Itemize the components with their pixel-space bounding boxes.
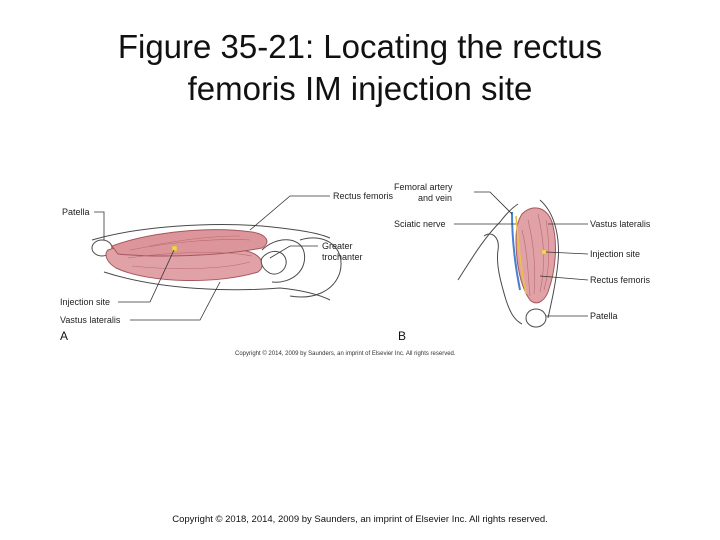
panel-b-femoral-vessels (511, 211, 521, 291)
panel-a-label-patella: Patella (62, 207, 90, 217)
panel-b-torso-outline (457, 203, 519, 281)
panel-b-label-femoral-artery-1: Femoral artery (394, 182, 453, 192)
slide-title-line-2: femoris IM injection site (187, 70, 533, 107)
panel-a-label-greater-trochanter-1: Greater (322, 241, 353, 251)
panel-a-greater-trochanter-bone (260, 251, 287, 275)
panel-a-injection-site-marker (171, 245, 178, 252)
panel-a-buttock-outline (289, 237, 342, 298)
panel-a-label-rectus-femoris: Rectus femoris (333, 191, 394, 201)
panel-a-hip-outline (261, 239, 306, 283)
panel-b-leader-lines (454, 191, 589, 317)
panel-a-label-vastus-lateralis: Vastus lateralis (60, 315, 121, 325)
panel-b-label-sciatic-nerve: Sciatic nerve (394, 219, 446, 229)
figure-inner-copyright: Copyright © 2014, 2009 by Saunders, an i… (235, 350, 456, 357)
panel-a-label-greater-trochanter-2: trochanter (322, 252, 363, 262)
panel-b-label-injection-site: Injection site (590, 249, 640, 259)
panel-a-letter: A (60, 329, 68, 343)
panel-b-label-rectus-femoris: Rectus femoris (590, 275, 651, 285)
panel-a-label-injection-site: Injection site (60, 297, 110, 307)
panel-a-thigh-outline (91, 224, 331, 241)
panel-b-letter: B (398, 329, 406, 343)
panel-b-thigh-muscle (515, 207, 556, 304)
panel-b-outer-thigh-outline (539, 199, 559, 319)
slide-title-line-1: Figure 35-21: Locating the rectus (117, 28, 603, 65)
panel-b-sciatic-nerve (515, 215, 527, 295)
panel-a: Patella Rectus femoris Greater trochante… (60, 191, 394, 343)
panel-a-leader-lines (94, 195, 330, 321)
panel-b-label-vastus-lateralis: Vastus lateralis (590, 219, 651, 229)
slide-footer-copyright: Copyright © 2018, 2014, 2009 by Saunders… (172, 514, 548, 525)
panel-a-lower-thigh-outline (103, 271, 331, 301)
panel-b-injection-site-marker (541, 249, 547, 255)
panel-a-muscle-fibers (127, 235, 253, 269)
panel-b-inner-thigh-outline (483, 233, 523, 325)
panel-b: Femoral artery and vein Sciatic nerve Va… (394, 182, 651, 343)
panel-b-patella-shape (525, 308, 547, 328)
slide-title: Figure 35-21: Locating the rectus femori… (60, 26, 660, 110)
panel-b-label-femoral-artery-2: and vein (418, 193, 452, 203)
panel-b-label-patella: Patella (590, 311, 618, 321)
